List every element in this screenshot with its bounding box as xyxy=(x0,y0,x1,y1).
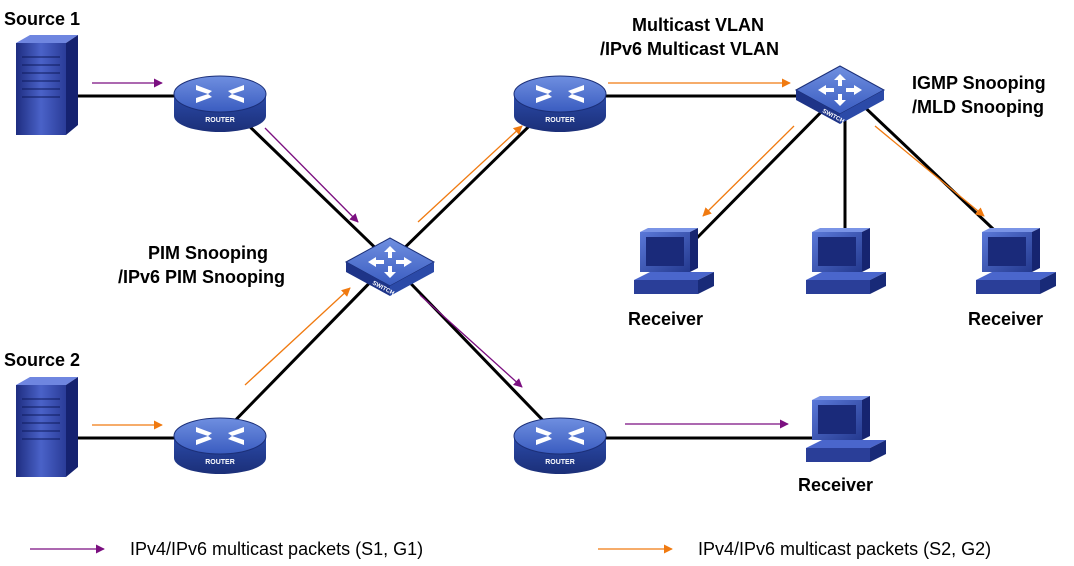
receiver-right-pc-icon xyxy=(976,228,1056,294)
mld-snooping-label: /MLD Snooping xyxy=(912,97,1044,117)
flow-arrows xyxy=(92,78,985,430)
receiver-left-pc-icon xyxy=(634,228,714,294)
router-label: ROUTER xyxy=(545,459,575,466)
multicast-vlan-label: Multicast VLAN xyxy=(632,15,765,35)
receiver-bottom-pc-icon xyxy=(806,396,886,462)
router-label: ROUTER xyxy=(205,117,235,124)
router-upper-right-icon: ROUTER xyxy=(513,75,607,132)
router-source1-icon: ROUTER xyxy=(173,75,267,132)
pim-snooping-switch-icon: SWITCH xyxy=(344,237,436,297)
arrow-s2-3 xyxy=(417,125,523,223)
receiver-middle-pc-icon xyxy=(806,228,886,294)
router-label: ROUTER xyxy=(205,459,235,466)
arrow-s1-3 xyxy=(419,294,523,388)
arrow-s2-2 xyxy=(244,287,351,386)
router-label: ROUTER xyxy=(545,117,575,124)
source2-server-icon xyxy=(16,377,78,477)
source2-label: Source 2 xyxy=(4,350,81,370)
arrow-s1-2 xyxy=(264,127,359,223)
link-switch2-receiver-left xyxy=(688,96,837,247)
source1-server-icon xyxy=(16,35,78,135)
link-switch-router4 xyxy=(388,260,562,440)
router-lower-right-icon: ROUTER xyxy=(513,417,607,474)
source1-label: Source 1 xyxy=(4,9,81,29)
link-router2-switch xyxy=(216,260,392,440)
router-source2-icon: ROUTER xyxy=(173,417,267,474)
igmp-snooping-switch-icon: SWITCH xyxy=(794,65,886,125)
legend-s2g2-label: IPv4/IPv6 multicast packets (S2, G2) xyxy=(698,539,992,559)
arrow-s2-6 xyxy=(874,125,985,217)
receiver-bottom-label: Receiver xyxy=(798,475,874,495)
igmp-snooping-label: IGMP Snooping xyxy=(912,73,1046,93)
receiver-right-label: Receiver xyxy=(968,309,1044,329)
receiver-left-label: Receiver xyxy=(628,309,704,329)
ipv6-pim-snooping-label: /IPv6 PIM Snooping xyxy=(118,267,286,287)
pim-snooping-label: PIM Snooping xyxy=(148,243,268,263)
legend-s1g1-label: IPv4/IPv6 multicast packets (S1, G1) xyxy=(130,539,424,559)
ipv6-multicast-vlan-label: /IPv6 Multicast VLAN xyxy=(600,39,780,59)
link-switch2-receiver-right xyxy=(853,96,1012,247)
arrow-s2-5 xyxy=(702,125,795,217)
